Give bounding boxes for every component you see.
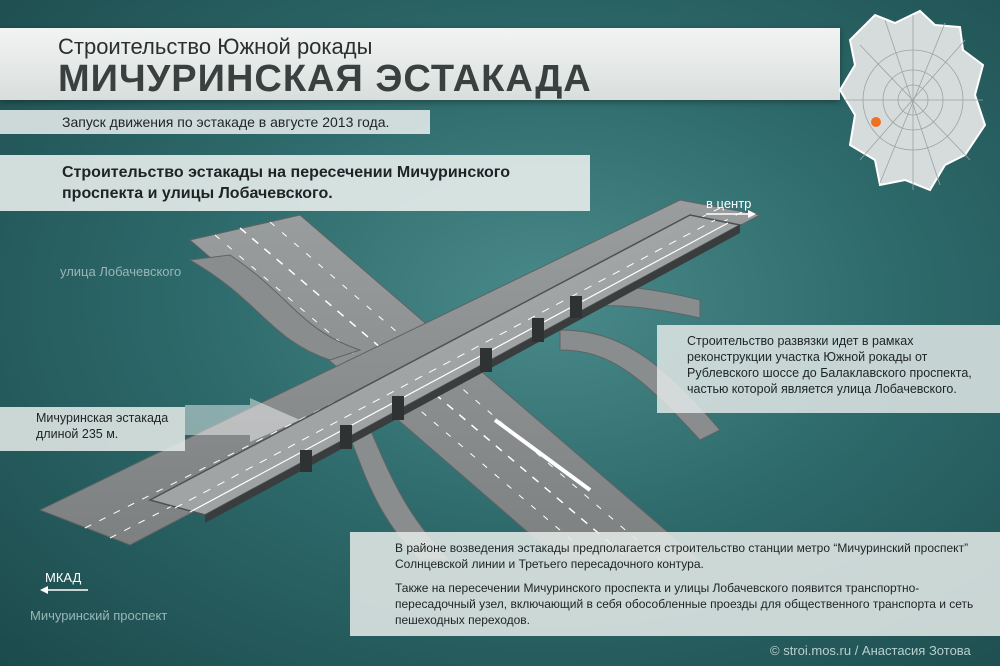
location-marker-icon — [871, 117, 881, 127]
bottom-info-panel — [350, 532, 1000, 636]
arrow-left-icon — [40, 586, 88, 594]
heading-band — [0, 155, 590, 211]
transport-hub-text: Также на пересечении Мичуринского проспе… — [395, 581, 974, 627]
length-pointer-icon — [185, 398, 300, 442]
page-title: МИЧУРИНСКАЯ ЭСТАКАДА — [58, 58, 592, 100]
overpass-length-text: Мичуринская эстакада длиной 235 м. — [36, 411, 169, 441]
label-lobachevskogo: улица Лобачевского — [60, 264, 182, 279]
info-right-text: Строительство развязки идет в рамках рек… — [687, 334, 972, 396]
credit: © stroi.mos.ru / Анастасия Зотова — [770, 643, 971, 658]
launch-note: Запуск движения по эстакаде в августе 20… — [62, 114, 390, 130]
note-band — [0, 110, 430, 134]
metro-station-text: В районе возведения эстакады предполагае… — [395, 541, 969, 571]
section-heading: Строительство эстакады на пересечении Ми… — [62, 164, 511, 202]
title-band — [0, 28, 840, 100]
overpass — [147, 214, 743, 523]
arrow-right-icon — [706, 210, 756, 218]
moscow-map-icon — [838, 9, 987, 192]
label-mkad: МКАД — [45, 570, 82, 585]
label-michurinsky: Мичуринский проспект — [30, 608, 168, 623]
label-to-center: в центр — [706, 196, 752, 211]
info-left-panel — [0, 407, 185, 451]
info-right-panel — [657, 325, 1000, 413]
page-subtitle: Строительство Южной рокады — [58, 34, 373, 59]
